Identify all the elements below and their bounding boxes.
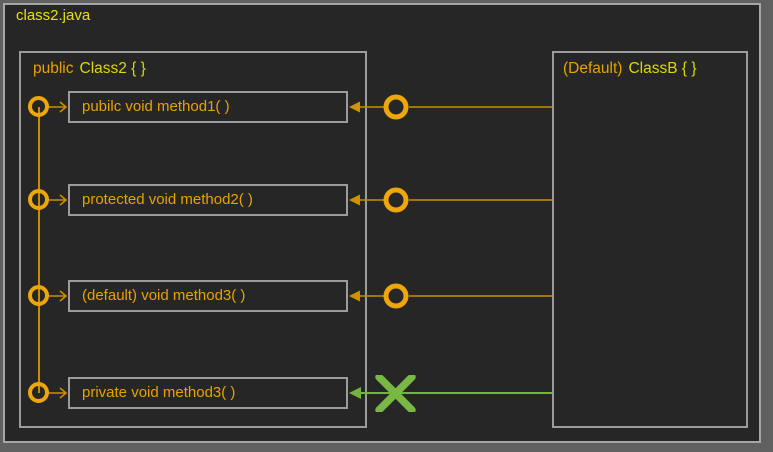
method1-label: pubilc void method1( )	[82, 98, 230, 115]
file-title: class2.java	[16, 7, 91, 24]
port-circle-icon	[28, 382, 49, 403]
method1-box: pubilc void method1( )	[68, 91, 348, 123]
access-connector-icon	[349, 94, 552, 120]
method4-box: private void method3( )	[68, 377, 348, 409]
arrow-right-icon	[49, 101, 68, 113]
port-circle-icon	[28, 285, 49, 306]
method3-label: (default) void method3( )	[82, 287, 246, 304]
method4-label: private void method3( )	[82, 384, 236, 401]
method2-box: protected void method2( )	[68, 184, 348, 216]
port-spine-line	[38, 107, 40, 393]
method2-label: protected void method2( )	[82, 191, 253, 208]
arrow-right-icon	[49, 387, 68, 399]
classb-box	[552, 51, 748, 428]
access-connector-icon	[349, 283, 552, 309]
class2-name: Class2 { }	[79, 60, 146, 77]
classb-label: (Default) ClassB { }	[563, 60, 697, 78]
class2-modifier: public	[33, 60, 74, 77]
class2-label: public Class2 { }	[33, 60, 146, 78]
classb-name: ClassB { }	[628, 60, 697, 77]
arrow-right-icon	[49, 194, 68, 206]
method3-box: (default) void method3( )	[68, 280, 348, 312]
port-circle-icon	[28, 96, 49, 117]
denied-connector-icon	[349, 375, 552, 412]
port-circle-icon	[28, 189, 49, 210]
classb-modifier: (Default)	[563, 60, 623, 77]
access-connector-icon	[349, 187, 552, 213]
arrow-right-icon	[49, 290, 68, 302]
